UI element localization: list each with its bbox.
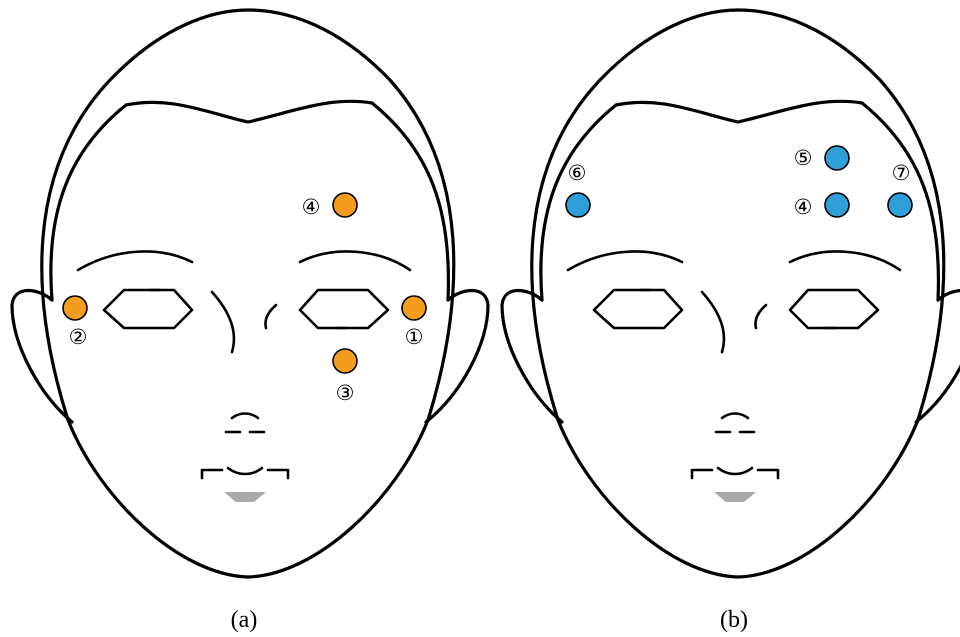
measurement-point-a-4	[333, 193, 357, 217]
panel-label-a: (a)	[231, 607, 258, 633]
measurement-point-b-4	[888, 193, 912, 217]
measurement-point-b-2	[825, 146, 849, 170]
measurement-point-a-1	[402, 296, 426, 320]
markers-a: ① ② ③ ④	[63, 193, 426, 405]
point-label-a-3: ③	[336, 381, 355, 405]
markers-b: ④ ⑤ ⑥ ⑦	[566, 146, 912, 219]
face-outline-a	[12, 10, 488, 577]
measurement-point-b-1	[825, 193, 849, 217]
panel-a: ① ② ③ ④ (a)	[12, 10, 488, 633]
point-label-a-1: ①	[405, 325, 424, 349]
point-label-a-2: ②	[69, 325, 88, 349]
measurement-point-a-3	[333, 349, 357, 373]
point-label-a-4: ④	[302, 195, 321, 219]
measurement-point-b-3	[566, 193, 590, 217]
point-label-b-4: ⑦	[892, 161, 911, 185]
point-label-b-3: ⑥	[568, 161, 587, 185]
panel-b: ④ ⑤ ⑥ ⑦ (b)	[502, 10, 960, 633]
face-outline-b	[502, 10, 960, 577]
measurement-point-a-2	[63, 296, 87, 320]
point-label-b-1: ④	[794, 195, 813, 219]
point-label-b-2: ⑤	[794, 146, 813, 170]
panel-label-b: (b)	[720, 607, 748, 633]
